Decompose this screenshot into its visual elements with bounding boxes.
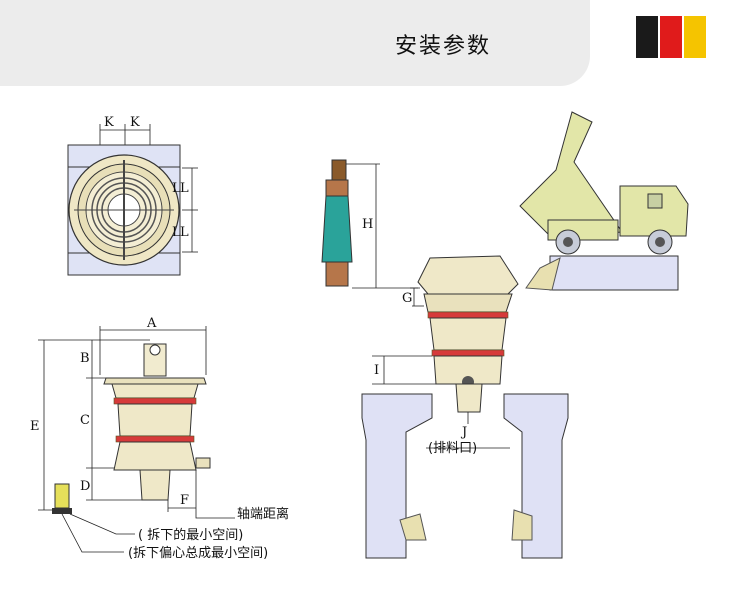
annotation-shaft-end-distance: 轴端距离 (237, 506, 289, 522)
top-view: K K L L L L (67, 115, 198, 276)
foundation (361, 393, 569, 559)
dim-a: A (146, 316, 157, 331)
dim-c: C (80, 413, 90, 428)
page-title: 安装参数 (395, 34, 492, 59)
flag-stripe-yellow (684, 16, 706, 58)
dump-truck (519, 111, 689, 291)
dim-j: J (460, 425, 467, 440)
dim-g: G (402, 291, 412, 306)
side-view: A E B C D F 轴端距离 (30, 316, 289, 561)
dim-e: E (30, 419, 40, 434)
dim-i: I (374, 363, 379, 378)
header-background (0, 0, 590, 86)
dim-h: H (362, 217, 373, 232)
dim-k-right: K (130, 115, 140, 130)
dim-l-4: L (180, 225, 189, 240)
main-shaft: H (321, 159, 420, 289)
dim-l-1: L (172, 181, 181, 196)
discharge-label: (排料口) (428, 441, 477, 456)
dim-f: F (180, 493, 189, 508)
dim-l-3: L (172, 225, 181, 240)
installed-crusher: G I J (排料口) (372, 255, 519, 456)
header: 安装参数 (0, 0, 740, 86)
flag-stripe-black (636, 16, 658, 58)
annotation-min-space-removal: ( 拆下的最小空间) (138, 527, 243, 543)
dim-k-left: K (104, 115, 114, 130)
annotation-min-space-eccentric: (拆下偏心总成最小空间) (128, 546, 268, 561)
dim-l-2: L (180, 181, 189, 196)
flag-stripe-red (660, 16, 682, 58)
dim-d: D (80, 479, 90, 494)
dim-b: B (80, 351, 90, 366)
